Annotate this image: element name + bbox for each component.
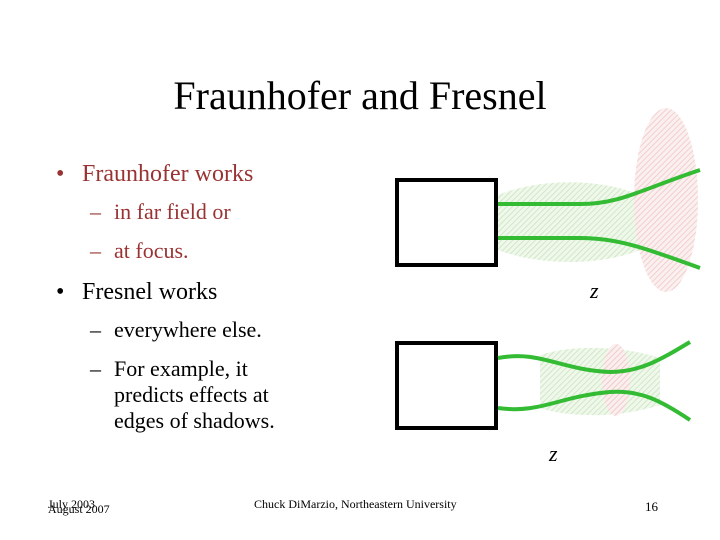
slide-title: Fraunhofer and Fresnel — [173, 73, 547, 118]
bullet-dot: • — [56, 279, 65, 305]
bottom-aperture-box — [395, 341, 498, 430]
footer-page-number: 16 — [645, 499, 658, 514]
sub-item-focus-text: at focus. — [114, 238, 189, 263]
top-beam-lower — [498, 236, 701, 270]
z-axis-label-bottom: z — [549, 441, 558, 466]
sub-item-everywhere-text: everywhere else. — [114, 317, 262, 342]
sub-item-everywhere: –everywhere else. — [90, 317, 262, 343]
sub-dash: – — [90, 317, 101, 342]
footer-date-1: July 2003 — [48, 497, 96, 511]
sub-dash: – — [90, 238, 101, 263]
bullet-fresnel-text: Fresnel works — [82, 279, 218, 305]
sub-item-focus: –at focus. — [90, 238, 189, 264]
bottom-focus-ellipse — [602, 344, 630, 416]
bullet-fresnel: • Fresnel works — [56, 278, 217, 306]
sub-dash: – — [90, 199, 101, 224]
bottom-diffraction-haze — [540, 347, 660, 416]
bullet-dot: • — [56, 161, 65, 187]
sub-dash: – — [90, 356, 101, 381]
sub-item-example-cont-1: predicts effects at — [114, 382, 269, 407]
sub-item-example-text: For example, it — [114, 356, 248, 381]
footer-author: Chuck DiMarzio, Northeastern University — [254, 497, 457, 511]
sub-item-far-field: –in far field or — [90, 199, 231, 225]
bullet-fraunhofer: • Fraunhofer works — [56, 160, 253, 188]
bullet-fraunhofer-text: Fraunhofer works — [82, 161, 254, 187]
z-axis-label-top: z — [590, 278, 599, 303]
sub-item-far-field-text: in far field or — [114, 199, 231, 224]
bottom-beam-upper — [497, 340, 692, 375]
sub-item-example: –For example, it — [90, 356, 248, 382]
top-aperture-box — [395, 178, 498, 267]
top-beam-upper — [498, 168, 701, 206]
sub-item-example-cont-2: edges of shadows. — [114, 408, 275, 433]
footer-date-2: August 2007 — [48, 502, 110, 516]
bottom-beam-lower — [497, 389, 692, 422]
top-diffraction-haze — [498, 182, 640, 262]
top-far-field-ellipse — [634, 108, 698, 292]
